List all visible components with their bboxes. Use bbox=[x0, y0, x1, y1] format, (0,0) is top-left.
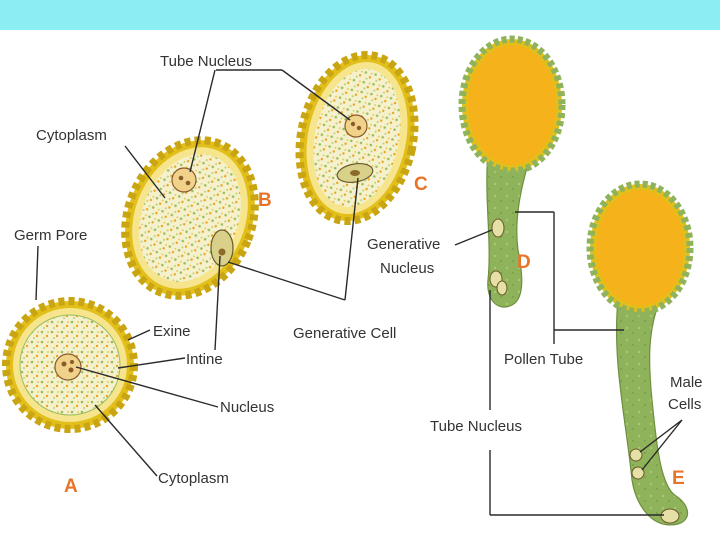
header-bar bbox=[0, 0, 720, 30]
label-exine: Exine bbox=[153, 323, 191, 340]
leader-lines bbox=[35, 69, 683, 516]
letter-e: E bbox=[672, 468, 685, 489]
pollen-grain-c bbox=[295, 51, 419, 225]
pollen-grain-b bbox=[121, 136, 259, 300]
pollen-grain-a bbox=[2, 297, 138, 433]
label-generative-nucleus-1: Generative bbox=[367, 236, 440, 253]
label-nucleus: Nucleus bbox=[220, 399, 274, 416]
label-cytoplasm-top: Cytoplasm bbox=[36, 127, 107, 144]
generative-cell-b bbox=[210, 229, 234, 267]
label-intine: Intine bbox=[186, 351, 223, 368]
nucleus-a bbox=[54, 353, 82, 381]
letter-b: B bbox=[258, 190, 272, 211]
label-pollen-tube: Pollen Tube bbox=[504, 351, 583, 368]
label-generative-nucleus-2: Nucleus bbox=[380, 260, 434, 277]
label-cytoplasm-bottom: Cytoplasm bbox=[158, 470, 229, 487]
pollen-grain-d bbox=[458, 35, 566, 308]
tube-nucleus-c bbox=[344, 114, 368, 138]
label-male-cells-1: Male bbox=[670, 374, 703, 391]
label-tube-nucleus-top: Tube Nucleus bbox=[160, 53, 252, 70]
label-germ-pore: Germ Pore bbox=[14, 227, 87, 244]
label-tube-nucleus-bottom: Tube Nucleus bbox=[430, 418, 522, 435]
letter-d: D bbox=[517, 252, 531, 273]
letter-a: A bbox=[64, 476, 78, 497]
label-male-cells-2: Cells bbox=[668, 396, 701, 413]
tube-nucleus-b bbox=[171, 167, 197, 193]
letter-c: C bbox=[414, 174, 428, 195]
pollen-grain-e bbox=[586, 180, 694, 526]
label-generative-cell: Generative Cell bbox=[293, 325, 396, 342]
